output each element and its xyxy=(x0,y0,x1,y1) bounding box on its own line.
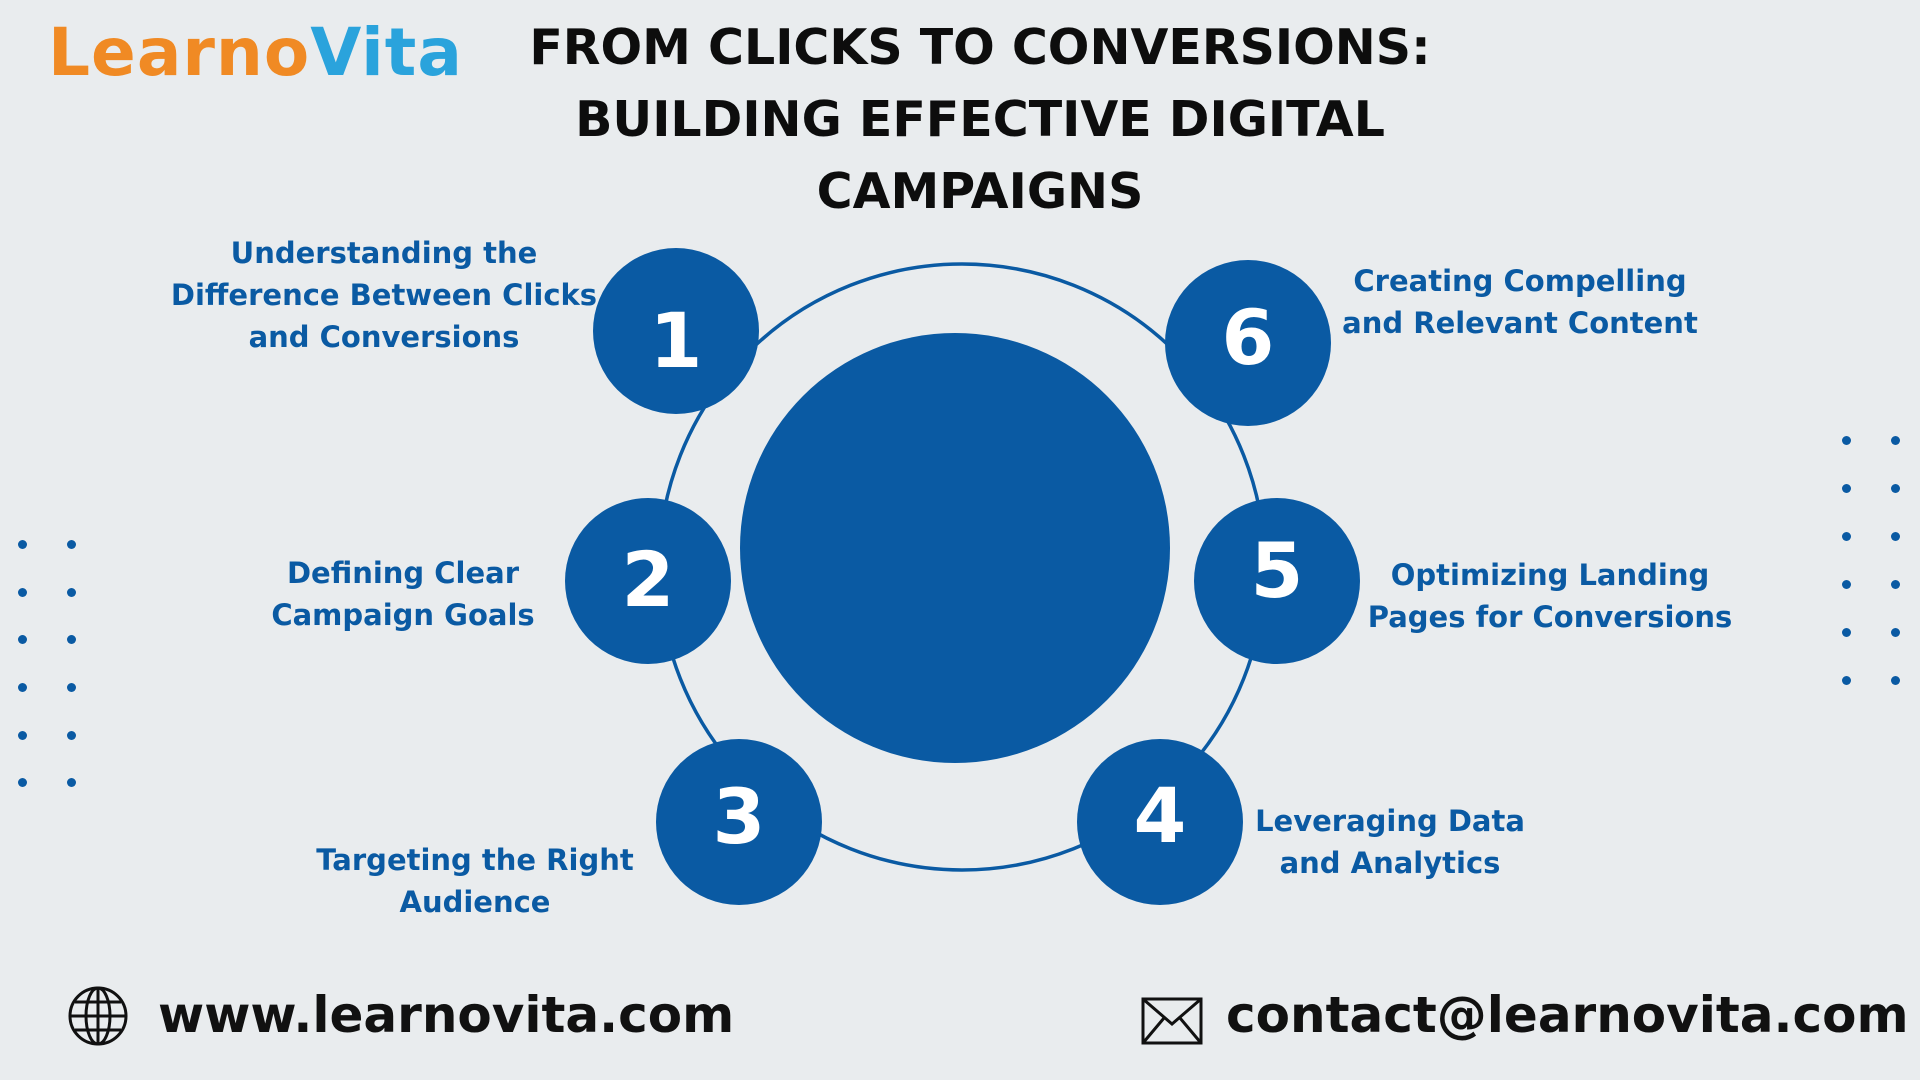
step-1-badge: 1 xyxy=(593,248,759,414)
globe-icon xyxy=(68,986,128,1046)
step-3-label: Targeting the Right Audience xyxy=(316,843,634,919)
step-6-label: Creating Compelling and Relevant Content xyxy=(1342,264,1698,340)
title-line-3: CAMPAIGNS xyxy=(816,163,1144,220)
step-1-number: 1 xyxy=(650,296,703,385)
step-3-badge: 3 xyxy=(656,739,822,905)
step-5-label: Optimizing Landing Pages for Conversions xyxy=(1367,558,1733,634)
center-circle xyxy=(740,333,1170,763)
step-5-number: 5 xyxy=(1251,526,1304,615)
step-6-badge: 6 xyxy=(1165,260,1331,426)
logo-part-vita: Vita xyxy=(310,14,463,91)
step-1-label: Understanding the Difference Between Cli… xyxy=(170,236,598,354)
title-line-1: FROM CLICKS TO CONVERSIONS: xyxy=(529,19,1431,76)
step-2-number: 2 xyxy=(622,535,675,624)
title-line-2: BUILDING EFFECTIVE DIGITAL xyxy=(575,91,1385,148)
step-4-badge: 4 xyxy=(1077,739,1243,905)
step-3-number: 3 xyxy=(713,772,766,861)
envelope-icon xyxy=(1141,997,1203,1045)
step-4-label: Leveraging Data and Analytics xyxy=(1255,804,1525,880)
step-4-number: 4 xyxy=(1134,771,1187,860)
page-title: FROM CLICKS TO CONVERSIONS: BUILDING EFF… xyxy=(480,12,1480,228)
step-2-label: Defining Clear Campaign Goals xyxy=(271,556,535,632)
brand-logo[interactable]: LearnoVita xyxy=(48,14,463,91)
email-link[interactable]: contact@learnovita.com xyxy=(1226,986,1909,1044)
logo-part-learno: Learno xyxy=(48,14,311,91)
website-link[interactable]: www.learnovita.com xyxy=(158,986,735,1044)
step-5-badge: 5 xyxy=(1194,498,1360,664)
step-6-number: 6 xyxy=(1222,293,1275,382)
step-2-badge: 2 xyxy=(565,498,731,664)
